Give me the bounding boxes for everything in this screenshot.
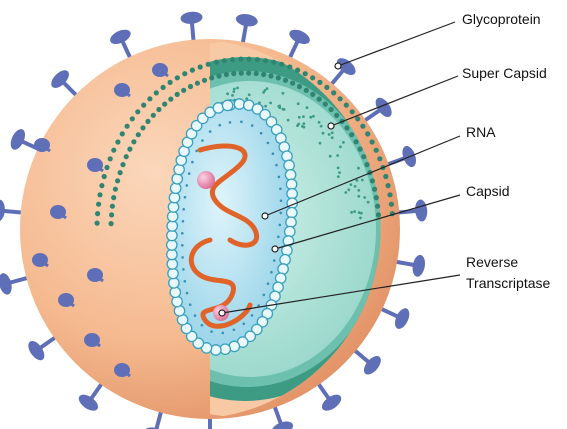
glycoprotein-spike <box>235 12 259 43</box>
glycoprotein-spike <box>395 254 426 278</box>
glycoprotein-spike <box>25 337 56 363</box>
label-transcriptase: Transcriptase <box>466 275 551 291</box>
label-rna: RNA <box>466 124 496 140</box>
glycoprotein-spike <box>364 95 395 121</box>
glycoprotein-spike <box>34 138 50 152</box>
glycoprotein-spike <box>0 272 28 296</box>
glycoprotein-spike <box>287 27 312 59</box>
glycoprotein-spike <box>32 253 48 267</box>
glycoprotein-spike <box>397 199 428 222</box>
glycoprotein-spike <box>0 199 23 222</box>
label-reverse: Reverse <box>466 254 518 270</box>
glycoprotein-spike <box>380 306 412 331</box>
glycoprotein-spike <box>58 293 74 307</box>
label-glycoprotein: Glycoprotein <box>462 11 541 27</box>
glycoprotein-spike <box>87 268 103 282</box>
glycoprotein-spike <box>270 406 295 429</box>
glycoprotein-spike <box>114 363 130 377</box>
glycoprotein-spike <box>180 11 203 42</box>
glycoprotein-spike <box>108 27 133 59</box>
glycoprotein-spike <box>114 83 130 97</box>
glycoprotein-spike <box>354 350 384 378</box>
reverse-transcriptase-enzyme <box>197 171 215 189</box>
glycoprotein-spike <box>318 383 344 414</box>
glycoprotein-spike <box>50 205 66 219</box>
glycoprotein-spike <box>76 383 102 414</box>
glycoprotein-spike <box>84 333 100 347</box>
glycoprotein-spike <box>48 67 77 96</box>
glycoprotein-spike <box>387 144 419 169</box>
glycoprotein-spike <box>87 158 103 172</box>
label-super-capsid: Super Capsid <box>462 65 547 81</box>
glycoprotein-spike <box>8 127 40 152</box>
label-capsid: Capsid <box>466 183 510 199</box>
glycoprotein-spike <box>152 63 168 77</box>
glycoprotein-spike <box>143 411 167 429</box>
